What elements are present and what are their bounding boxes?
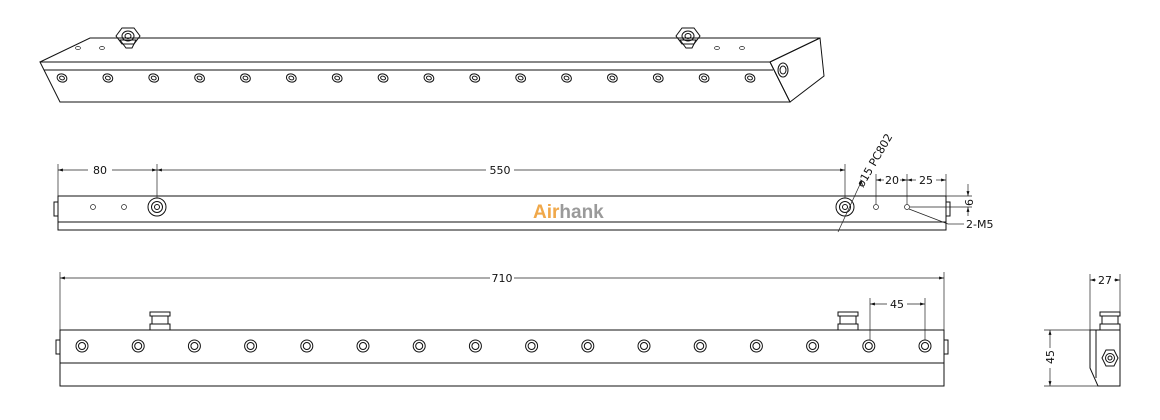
iso-nozzle bbox=[148, 73, 160, 83]
side-nozzle bbox=[187, 339, 201, 353]
iso-fitting-right bbox=[675, 27, 701, 49]
thread-callout: 2-M5 bbox=[966, 218, 993, 231]
brand-logo: Airhank bbox=[533, 202, 604, 223]
front-fitting-right bbox=[835, 197, 855, 217]
iso-nozzle bbox=[377, 73, 389, 83]
iso-nozzle bbox=[102, 73, 114, 83]
side-nozzle bbox=[749, 339, 763, 353]
side-nozzle bbox=[637, 339, 651, 353]
iso-nozzle bbox=[423, 73, 435, 83]
iso-nozzle bbox=[698, 73, 710, 83]
dim-end-hole-a: 20 bbox=[885, 174, 899, 187]
iso-nozzle bbox=[194, 73, 205, 83]
iso-nozzle bbox=[561, 73, 572, 83]
side-nozzle bbox=[131, 339, 145, 353]
iso-nozzle bbox=[652, 73, 664, 83]
side-nozzle bbox=[918, 339, 932, 353]
end-port bbox=[777, 62, 789, 78]
side-nozzle bbox=[300, 339, 314, 353]
end-view: 27 45 bbox=[1044, 274, 1121, 387]
dim-end-hole-height: 6 bbox=[963, 199, 976, 206]
iso-fitting-left bbox=[115, 27, 141, 49]
side-nozzle bbox=[581, 339, 595, 353]
side-nozzle bbox=[75, 339, 89, 353]
side-nozzle bbox=[412, 339, 426, 353]
side-nozzle bbox=[806, 339, 820, 353]
side-fitting-right bbox=[837, 311, 859, 331]
dim-end-height: 45 bbox=[1044, 350, 1057, 364]
iso-nozzle bbox=[515, 73, 527, 83]
side-nozzle bbox=[468, 339, 482, 353]
dim-inlet-offset: 80 bbox=[93, 164, 107, 177]
side-fitting-left bbox=[149, 311, 171, 331]
iso-nozzle bbox=[469, 73, 481, 83]
bar-outline bbox=[57, 195, 947, 231]
side-nozzle bbox=[356, 339, 370, 353]
iso-nozzle bbox=[607, 73, 618, 83]
side-nozzle bbox=[693, 339, 707, 353]
side-nozzle bbox=[862, 339, 876, 353]
iso-nozzle bbox=[744, 73, 756, 83]
end-port-hex bbox=[1101, 349, 1119, 367]
dim-inlet-spacing: 550 bbox=[490, 164, 511, 177]
side-nozzle bbox=[525, 339, 539, 353]
bar-end-face bbox=[769, 37, 825, 103]
dim-nozzle-pitch: 45 bbox=[890, 298, 904, 311]
dim-end-hole-b: 25 bbox=[919, 174, 933, 187]
dim-end-width: 27 bbox=[1098, 274, 1112, 287]
isometric-view bbox=[39, 27, 825, 103]
brand-left: Air bbox=[533, 202, 560, 223]
side-bar-outline bbox=[59, 329, 945, 387]
brand-right: hank bbox=[559, 202, 604, 223]
iso-nozzle bbox=[285, 73, 297, 83]
front-fitting-left bbox=[147, 197, 167, 217]
side-nozzle bbox=[244, 339, 258, 353]
side-view: 710 45 bbox=[55, 272, 949, 387]
iso-nozzle bbox=[56, 73, 68, 83]
iso-nozzle bbox=[240, 73, 251, 83]
end-fitting bbox=[1099, 311, 1121, 331]
dim-length: 710 bbox=[492, 272, 513, 285]
front-view: 80 550 ø15 PC802 20 25 6 2-M5 Airhank bbox=[53, 131, 993, 233]
bar-top-face bbox=[39, 37, 821, 63]
iso-nozzle bbox=[331, 73, 343, 83]
